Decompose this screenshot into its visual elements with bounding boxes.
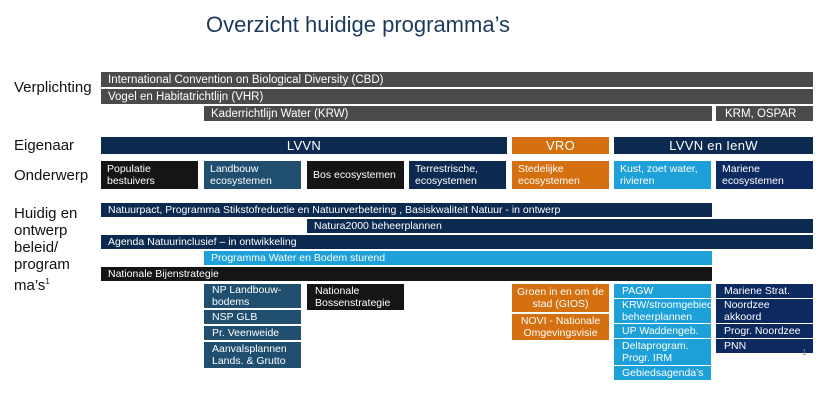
program-novi: NOVI - Nationale Omgevingsvisie xyxy=(512,314,609,340)
program-mariene-strat: Mariene Strat. xyxy=(716,284,813,298)
owner-lvvn: LVVN xyxy=(101,137,507,154)
obligation-krw: Kaderrichtlijn Water (KRW) xyxy=(204,106,712,121)
policy-natuurpact: Natuurpact, Programma Stikstofreductie e… xyxy=(101,203,712,217)
row-label-onderwerp: Onderwerp xyxy=(14,167,89,184)
program-noordzee: Progr. Noordzee xyxy=(716,324,813,338)
obligation-cbd: International Convention on Biological D… xyxy=(101,72,813,87)
obligation-vhr: Vogel en Habitatrichtlijn (VHR) xyxy=(101,89,813,104)
row-label-verplichting: Verplichting xyxy=(14,79,92,96)
topic-landbouw: Landbouw ecosystemen xyxy=(204,161,301,189)
page-title: Overzicht huidige programma’s xyxy=(206,12,511,37)
policy-water-bodem: Programma Water en Bodem sturend xyxy=(204,251,712,265)
row-label-beleid: Huidig en ontwerp beleid/ program ma’s1 xyxy=(14,205,86,294)
program-pagw: PAGW xyxy=(614,284,711,298)
owner-lvvn-ienw: LVVN en IenW xyxy=(614,137,813,154)
policy-bijen: Nationale Bijenstrategie xyxy=(101,267,712,281)
program-waddengebied: UP Waddengeb. xyxy=(614,324,711,338)
program-bossenstrategie: Nationale Bossenstrategie xyxy=(307,284,404,310)
program-gios: Groen in en om de stad (GIOS) xyxy=(512,284,609,312)
program-noordzee-akkoord: Noordzee akkoord xyxy=(716,299,813,323)
program-nsp-glb: NSP GLB xyxy=(204,310,301,324)
policy-agenda: Agenda Natuurinclusief – in ontwikkeling xyxy=(101,235,813,249)
program-krw-stroomgebied: KRW/stroomgebied beheerplannen xyxy=(614,299,713,323)
program-aanvalsplannen: Aanvalsplannen Lands. & Grutto xyxy=(204,342,301,368)
page-number: 1 xyxy=(802,348,807,357)
program-deltaprogramma: Deltaprogram. Progr. IRM xyxy=(614,339,711,365)
row-label-beleid-text: Huidig en ontwerp beleid/ program ma’s xyxy=(14,205,78,294)
topic-stedelijk: Stedelijke ecosystemen xyxy=(512,161,609,189)
topic-terrestrisch: Terrestrische, ecosystemen xyxy=(409,161,506,189)
footnote-marker: 1 xyxy=(45,277,50,286)
topic-marien: Mariene ecosystemen xyxy=(716,161,813,189)
program-np-landbouw: NP Landbouw-bodems xyxy=(204,284,301,308)
program-pnn: PNN xyxy=(716,339,813,353)
program-gebiedsagendas: Gebiedsagenda’s xyxy=(614,366,711,380)
topic-bos: Bos ecosystemen xyxy=(307,161,404,189)
topic-kust: Kust, zoet water, rivieren xyxy=(614,161,711,189)
policy-natura2000: Natura2000 beheerplannen xyxy=(307,219,813,233)
owner-vro: VRO xyxy=(512,137,609,154)
program-veenweide: Pr. Veenweide xyxy=(204,326,301,340)
row-label-eigenaar: Eigenaar xyxy=(14,137,75,154)
topic-bestuivers: Populatie bestuivers xyxy=(101,161,198,189)
obligation-ospar: KRM, OSPAR xyxy=(716,106,813,121)
